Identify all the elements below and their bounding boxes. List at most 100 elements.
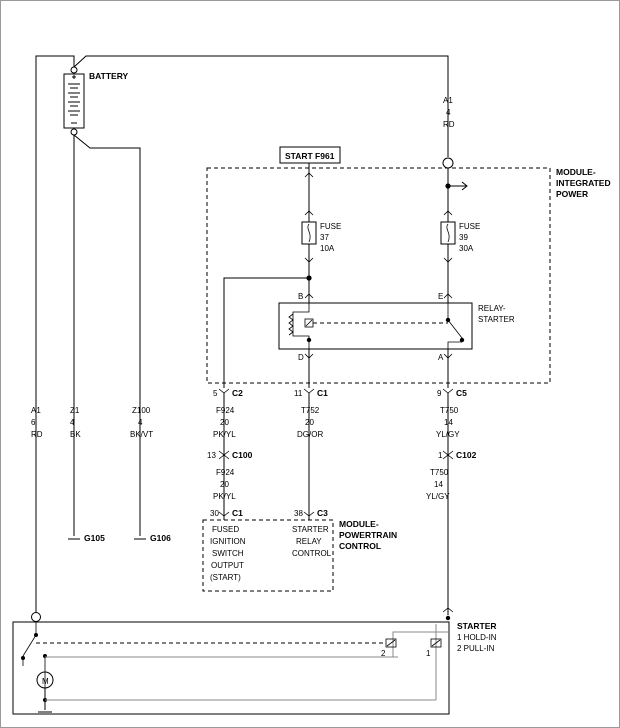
wire-color-label: PK/YL xyxy=(213,492,236,501)
splice-dot xyxy=(306,337,312,343)
relay-pin-b: B xyxy=(298,292,303,301)
fuse39-icon xyxy=(440,221,456,245)
relay-pin-d: D xyxy=(298,353,304,362)
connector-name-label: C102 xyxy=(456,450,477,460)
connector-c1-icon xyxy=(303,388,315,520)
connector-arrow-icon xyxy=(304,172,314,178)
wire-gauge-label: 20 xyxy=(220,480,229,489)
connector-pin-label: 38 xyxy=(294,509,303,518)
pcm-relay-text: STARTER xyxy=(292,525,329,534)
module-integrated-power-box xyxy=(206,167,551,384)
fuse39-label: 30A xyxy=(459,244,474,253)
relay-pin-a: A xyxy=(438,353,444,362)
module-ip-label: MODULE- xyxy=(556,167,596,177)
fuse37-label: 37 xyxy=(320,233,329,242)
starter-motor-label: M xyxy=(42,677,49,686)
relay-label: RELAY- xyxy=(478,304,506,313)
connector-c2-icon xyxy=(218,388,230,520)
fuse39-label: FUSE xyxy=(459,222,480,231)
fuse37-icon xyxy=(301,221,317,245)
connector-arrow-icon xyxy=(443,257,453,263)
pcm-label: MODULE- xyxy=(339,519,379,529)
connector-pin-label: 5 xyxy=(213,389,218,398)
pcm-label: POWERTRAIN xyxy=(339,530,397,540)
connector-c100-icon xyxy=(218,450,230,460)
start-f961-box xyxy=(279,146,341,164)
connector-name-label: C100 xyxy=(232,450,253,460)
connector-pin-label: 1 xyxy=(438,451,443,460)
wire-circuit-label: Z1 xyxy=(70,406,80,415)
connector-name-label: C1 xyxy=(232,508,243,518)
wire-gauge-label: 4 xyxy=(446,108,451,117)
ground-g105-label: G105 xyxy=(84,533,105,543)
connector-name-label: C2 xyxy=(232,388,243,398)
wire-color-label: PK/YL xyxy=(213,430,236,439)
relay-switch-icon xyxy=(445,303,465,349)
module-ip-label: POWER xyxy=(556,189,588,199)
wire-color-label: YL/GY xyxy=(436,430,460,439)
relay-pin-e: E xyxy=(438,292,443,301)
connector-name-label: C3 xyxy=(317,508,328,518)
starter-box xyxy=(12,621,450,715)
wire-gauge-label: 14 xyxy=(434,480,443,489)
wire-circuit-label: T752 xyxy=(301,406,320,415)
connector-pcm-c3-icon xyxy=(303,511,315,517)
relay-starter-box xyxy=(278,302,473,350)
fuse37-label: 10A xyxy=(320,244,335,253)
wire-gauge-label: 20 xyxy=(305,418,314,427)
pcm-relay-text: CONTROL xyxy=(292,549,332,558)
wire-circuit-label: F924 xyxy=(216,468,235,477)
connector-arrow-icon xyxy=(442,607,454,613)
connector-name-label: C1 xyxy=(317,388,328,398)
connector-pin-label: 9 xyxy=(437,389,442,398)
connector-c5-icon xyxy=(442,388,454,615)
wire-circuit-label: F924 xyxy=(216,406,235,415)
starter-battery-terminal-icon xyxy=(31,612,41,622)
wire-gauge-label: 6 xyxy=(31,418,36,427)
connector-c102-icon xyxy=(442,450,454,460)
wire-a1-left xyxy=(35,55,75,612)
starter-coil2-label: 2 xyxy=(381,649,386,658)
relay-label: STARTER xyxy=(478,315,515,324)
connector-pin-label: 13 xyxy=(207,451,216,460)
wire-color-label: BK xyxy=(70,430,81,439)
wire-circuit-label: Z100 xyxy=(132,406,151,415)
starter-solenoid-switch-icon xyxy=(21,622,38,666)
arrow-right-icon xyxy=(461,181,468,191)
wire-color-label: YL/GY xyxy=(426,492,450,501)
wire-z100 xyxy=(73,134,141,536)
wire-f924-internal xyxy=(223,277,309,388)
fuse37-label: FUSE xyxy=(320,222,341,231)
pcm-fused-text: FUSED xyxy=(212,525,239,534)
wire-gauge-label: 4 xyxy=(70,418,75,427)
pcm-fused-text: OUTPUT xyxy=(211,561,244,570)
connector-name-label: C5 xyxy=(456,388,467,398)
connector-arrow-icon xyxy=(443,210,453,216)
wire-gauge-label: 14 xyxy=(444,418,453,427)
connector-arrow-icon xyxy=(304,257,314,263)
module-powertrain-control-box xyxy=(202,519,334,592)
connector-arrow-icon xyxy=(304,293,314,299)
module-ip-label: INTEGRATED xyxy=(556,178,611,188)
wire-circuit-label: A1 xyxy=(443,96,453,105)
terminal-icon xyxy=(442,157,454,169)
connector-arrow-icon xyxy=(304,210,314,216)
battery xyxy=(63,66,85,136)
wire-circuit-label: T750 xyxy=(430,468,449,477)
ground-g106-label: G106 xyxy=(150,533,171,543)
wire-color-label: DG/OR xyxy=(297,430,323,439)
pcm-relay-text: RELAY xyxy=(296,537,322,546)
starter-hold-in-coil-icon xyxy=(430,624,442,700)
pcm-fused-text: IGNITION xyxy=(210,537,246,546)
wire-circuit-label: A1 xyxy=(31,406,41,415)
splice-dot xyxy=(445,615,451,621)
fuse39-label: 39 xyxy=(459,233,468,242)
starter-label: STARTER xyxy=(457,621,497,631)
connector-pin-label: 30 xyxy=(210,509,219,518)
start-f961-label: START F961 xyxy=(285,151,335,161)
connector-pin-label: 11 xyxy=(294,389,303,398)
battery-label: BATTERY xyxy=(89,71,129,81)
starter-pull-in-coil-icon xyxy=(385,631,448,657)
